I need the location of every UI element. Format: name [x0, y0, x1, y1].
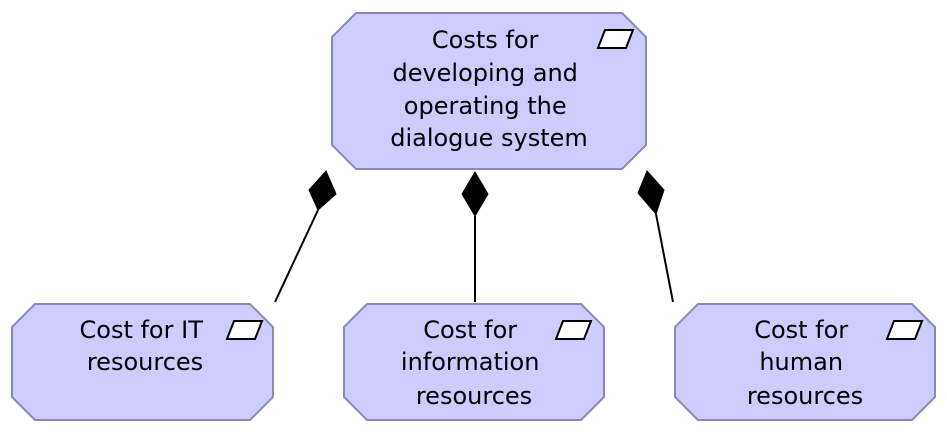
node-shape [331, 12, 647, 170]
node-information-resources[interactable]: Cost for information resources [343, 303, 605, 421]
node-label: Cost for IT resources [80, 316, 211, 376]
composition-diamond [637, 170, 665, 215]
parallelogram-icon [554, 320, 593, 340]
node-it-resources[interactable]: Cost for IT resources [11, 303, 274, 421]
connector-line [274, 209, 319, 303]
composition-diamond [308, 170, 337, 211]
edge-it-to-root [274, 170, 337, 303]
node-shape [343, 303, 605, 421]
node-root[interactable]: Costs for developing and operating the d… [331, 12, 647, 170]
parallelogram-icon [225, 320, 264, 340]
parallelogram-icon [885, 320, 924, 340]
node-label: Costs for developing and operating the d… [390, 26, 588, 152]
connector-line [655, 213, 674, 303]
composition-diamond [461, 171, 489, 217]
edge-human-to-root [637, 170, 674, 303]
node-label: Cost for human resources [747, 316, 863, 410]
parallelogram-icon [596, 29, 635, 49]
node-human-resources[interactable]: Cost for human resources [674, 303, 936, 421]
node-shape [674, 303, 936, 421]
node-shape [11, 303, 274, 421]
node-label: Cost for information resources [401, 316, 547, 410]
edge-info-to-root [461, 171, 489, 302]
